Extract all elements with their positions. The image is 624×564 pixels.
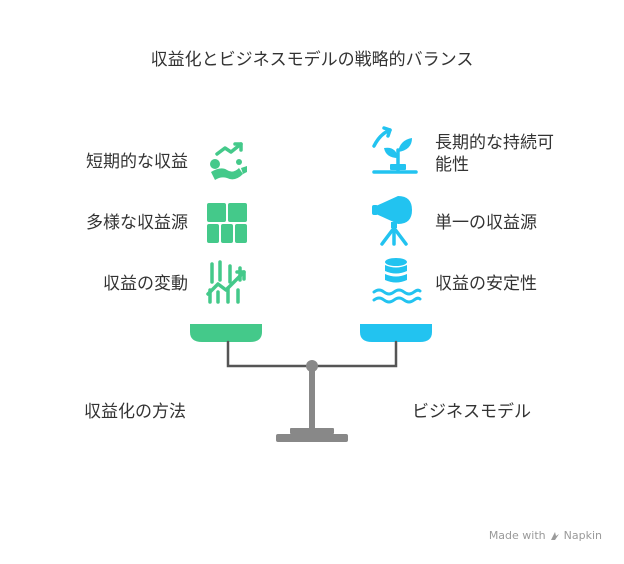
- label-revenue-stability: 収益の安定性: [435, 274, 537, 294]
- scale-base-top: [290, 428, 334, 434]
- scale-pole: [309, 366, 315, 428]
- running-person-icon: [210, 142, 247, 180]
- left-pan: [190, 324, 262, 342]
- database-waves-icon: [372, 258, 422, 304]
- label-revenue-fluctuation: 収益の変動: [103, 274, 188, 294]
- label-short-term-revenue: 短期的な収益: [86, 152, 188, 172]
- scale-base: [276, 434, 348, 442]
- label-diverse-revenue: 多様な収益源: [86, 213, 188, 233]
- credit[interactable]: Made with Napkin: [489, 529, 602, 542]
- label-long-term-line2: 能性: [435, 155, 469, 175]
- fluctuating-chart-icon: [206, 260, 246, 304]
- label-single-revenue: 単一の収益源: [435, 213, 537, 233]
- caption-business-model: ビジネスモデル: [412, 402, 531, 422]
- diagram-title: 収益化とビジネスモデルの戦略的バランス: [150, 50, 474, 70]
- caption-monetization-methods: 収益化の方法: [84, 402, 186, 422]
- scale-pivot: [306, 360, 318, 372]
- napkin-logo-icon: [550, 531, 559, 540]
- credit-brand: Napkin: [563, 529, 602, 542]
- label-long-term-line1: 長期的な持続可: [435, 133, 554, 153]
- growing-plant-icon: [372, 126, 418, 174]
- grid-icon: [207, 203, 247, 243]
- right-pan: [360, 324, 432, 342]
- credit-text: Made with: [488, 529, 546, 542]
- label-long-term-sustainability: 長期的な持続可 能性: [435, 132, 554, 176]
- tripod-speaker-icon: [372, 196, 412, 246]
